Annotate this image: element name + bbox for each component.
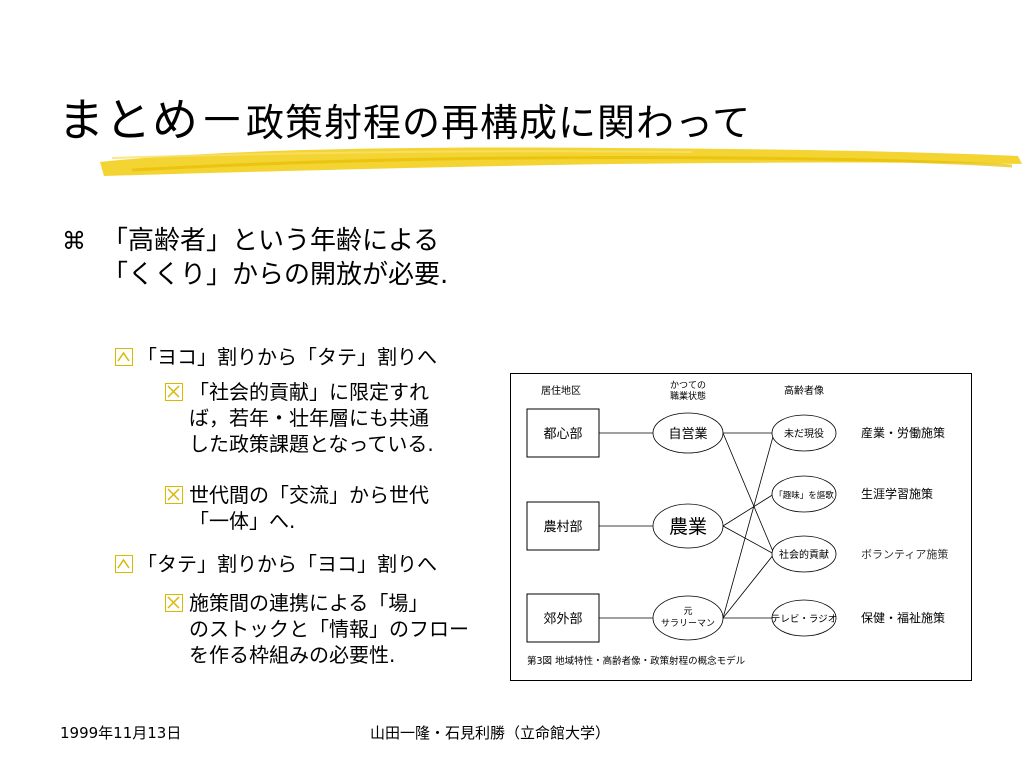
- occupation-self-employed: 自営業: [668, 426, 707, 442]
- header-elderly-image: 高齢者像: [784, 384, 824, 397]
- bullet-line-2: 「くくり」からの開放が必要.: [102, 260, 449, 290]
- checkbox-icon: [165, 594, 183, 612]
- image-still-active: 未だ現役: [784, 427, 824, 440]
- detail-line: 「社会的貢献」に限定すれ: [189, 380, 429, 404]
- area-urban: 都心部: [543, 427, 582, 442]
- sub-bullet-label: 「ヨコ」割りから「タテ」割りへ: [137, 345, 437, 369]
- occupation-farming: 農業: [669, 516, 707, 538]
- folder-icon: [115, 555, 133, 573]
- occupation-node-salaryman: [652, 595, 724, 641]
- brush-stroke-underline: [100, 147, 1022, 176]
- detail-line: 世代間の「交流」から世代: [189, 483, 429, 507]
- area-rural: 農村部: [543, 520, 582, 535]
- footer-authors: 山田一隆・石見利勝（立命館大学）: [370, 724, 611, 742]
- title-sub: 政策射程の再構成に関わって: [246, 101, 752, 145]
- policy-volunteer: ボランティア施策: [861, 547, 948, 561]
- checkbox-icon: [165, 383, 183, 401]
- header-occupation-1: かつての: [670, 380, 706, 391]
- area-box-urban: [526, 408, 600, 458]
- occupation-node-farming: [652, 503, 724, 549]
- detail-line: 「一体」へ.: [189, 509, 296, 533]
- bullet-line-1: 「高齢者」という年齢による: [102, 226, 440, 256]
- image-node-social-contribution: [771, 535, 837, 573]
- occupation-node-self-employed: [652, 412, 724, 454]
- header-occupation-2: 職業状態: [670, 390, 706, 402]
- policy-industry-labor: 産業・労働施策: [861, 425, 945, 440]
- image-node-tv-radio: [771, 599, 837, 637]
- slide-title: まとめ－政策射程の再構成に関わって: [58, 90, 751, 153]
- header-area: 居住地区: [541, 384, 581, 397]
- area-box-rural: [526, 501, 600, 551]
- image-hobbies: 「趣味」を謳歌: [774, 490, 834, 501]
- sub-bullet-yoko-to-tate: 「ヨコ」割りから「タテ」割りへ: [115, 344, 437, 370]
- occupation-salaryman: サラリーマン: [661, 618, 715, 629]
- folder-icon: [115, 348, 133, 366]
- concept-model-diagram: 居住地区 かつての 職業状態 高齢者像 都心部 農村部 郊外部 自営業 農業: [510, 373, 972, 681]
- detail-line: 施策間の連携による「場」: [189, 591, 429, 615]
- footer-date: 1999年11月13日: [60, 724, 182, 742]
- command-icon: ⌘: [62, 227, 86, 255]
- image-social-contribution: 社会的貢献: [779, 548, 829, 561]
- image-tv-radio: テレビ・ラジオ: [771, 614, 837, 625]
- image-node-still-active: [771, 414, 837, 452]
- area-box-suburb: [526, 593, 600, 643]
- occupation-former: 元: [683, 607, 692, 617]
- sub-bullet-tate-to-yoko: 「タテ」割りから「ヨコ」割りへ: [115, 551, 437, 577]
- image-node-hobbies: [771, 475, 837, 513]
- diagram-canvas: 居住地区 かつての 職業状態 高齢者像 都心部 農村部 郊外部 自営業 農業: [526, 380, 948, 667]
- policy-health-welfare: 保健・福祉施策: [861, 610, 945, 625]
- area-suburb: 郊外部: [543, 611, 582, 627]
- detail-line: した政策課題となっている.: [189, 432, 434, 456]
- detail-line: のストックと「情報」のフロー: [189, 617, 469, 641]
- sub-bullet-label: 「タテ」割りから「ヨコ」割りへ: [137, 552, 437, 576]
- policy-lifelong-learning: 生涯学習施策: [861, 486, 933, 501]
- detail-line: ば，若年・壮年層にも共通: [189, 406, 429, 430]
- connector-lines: [599, 432, 775, 619]
- diagram-caption: 第3図 地域特性・高齢者像・政策射程の概念モデル: [527, 655, 746, 667]
- detail-line: を作る枠組みの必要性.: [189, 643, 396, 667]
- checkbox-icon: [165, 486, 183, 504]
- title-main: まとめ－: [58, 93, 246, 147]
